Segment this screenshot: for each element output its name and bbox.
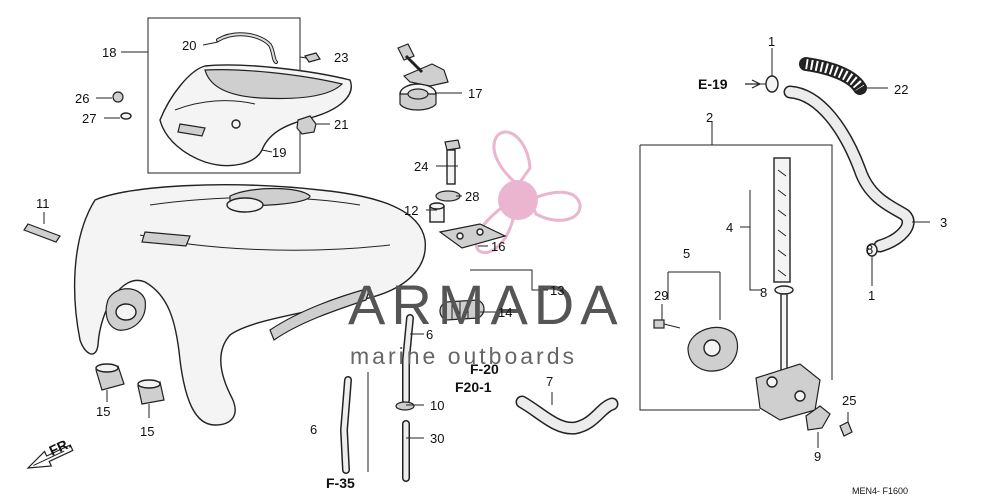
front-arrow-icon	[26, 444, 74, 469]
part-15-cushion-a	[95, 363, 125, 391]
part-27-washer	[120, 112, 132, 120]
part-4-strainer	[773, 157, 791, 283]
watermark-subtitle: marine outboards	[350, 343, 577, 369]
diagram-code: MEN4- F1600	[852, 486, 908, 496]
e19-arrow-icon	[745, 79, 762, 89]
callout-11: 11	[36, 196, 50, 211]
callout-27: 27	[82, 111, 96, 126]
watermark-title: ARMADA	[348, 273, 624, 336]
part-6-tube-left	[339, 372, 369, 474]
part-12-collar	[429, 202, 445, 223]
part-8-o-ring	[774, 285, 794, 295]
reference-labels: E-19 F-20 F20-1 F-35 FR.	[47, 76, 728, 491]
callout-6-center: 6	[426, 327, 433, 342]
callout-3: 3	[940, 215, 947, 230]
part-5-diaphragm	[667, 271, 739, 372]
callout-8-valve: 8	[760, 285, 767, 300]
ref-f20-1: F20-1	[455, 379, 492, 395]
tank-cover	[147, 17, 352, 174]
part-29-screw	[653, 319, 681, 329]
part-22-spring-hose	[799, 57, 867, 95]
callout-15-a: 15	[96, 404, 110, 419]
callout-18: 18	[102, 45, 116, 60]
part-10-clip	[395, 401, 415, 411]
part-21-nut	[296, 115, 317, 135]
callout-4: 4	[726, 220, 733, 235]
callout-9: 9	[814, 449, 821, 464]
callout-1-top: 1	[768, 34, 775, 49]
ref-f35: F-35	[326, 475, 355, 491]
part-14-grommet	[439, 299, 485, 321]
part-26-bolt	[112, 91, 124, 103]
fuel-tank	[73, 184, 426, 426]
part-9-knob	[805, 405, 831, 431]
callout-21: 21	[334, 117, 348, 132]
ref-f20: F-20	[470, 361, 499, 377]
callout-15-b: 15	[140, 424, 154, 439]
callout-5: 5	[683, 246, 690, 261]
part-6-tube-center	[402, 314, 414, 404]
callout-2: 2	[706, 110, 713, 125]
part-15-cushion-b	[137, 379, 165, 405]
part-2-fuel-valve-assembly	[639, 144, 833, 421]
part-11-strip	[23, 223, 61, 243]
callout-10: 10	[430, 398, 444, 413]
part-20-cable	[216, 32, 278, 64]
part-16-bracket	[438, 223, 507, 249]
part-25-screw	[839, 421, 853, 437]
callout-25: 25	[842, 393, 856, 408]
callout-17: 17	[468, 86, 482, 101]
callout-14: 14	[498, 305, 512, 320]
callout-13: 13	[550, 283, 564, 298]
callout-22: 22	[894, 82, 908, 97]
callout-8-hose: 8	[866, 242, 873, 257]
callout-30: 30	[430, 431, 444, 446]
callout-24: 24	[414, 159, 428, 174]
callout-16: 16	[491, 239, 505, 254]
ref-e19: E-19	[698, 76, 728, 92]
ref-front: FR.	[47, 435, 74, 459]
callout-1-right: 1	[868, 288, 875, 303]
callout-29: 29	[654, 288, 668, 303]
callout-20: 20	[182, 38, 196, 53]
callout-6-left: 6	[310, 422, 317, 437]
callout-7: 7	[546, 374, 553, 389]
callout-26: 26	[75, 91, 89, 106]
part-24-bolt	[444, 139, 461, 185]
part-7-hose	[515, 395, 619, 435]
leader-lines	[43, 41, 930, 448]
watermark-propeller-logo	[474, 130, 582, 254]
callout-28: 28	[465, 189, 479, 204]
callout-labels: 1 1 2 3 4 5 6 6 7 8 8 9 10 11 12 13 14 1…	[36, 34, 947, 464]
callout-23: 23	[334, 50, 348, 65]
part-1-clamp-top	[765, 75, 779, 93]
callout-12: 12	[404, 203, 418, 218]
part-17-fuel-cap	[397, 43, 449, 111]
part-23-clip	[304, 52, 321, 63]
callout-19: 19	[272, 145, 286, 160]
part-3-fuel-hose	[783, 85, 915, 253]
